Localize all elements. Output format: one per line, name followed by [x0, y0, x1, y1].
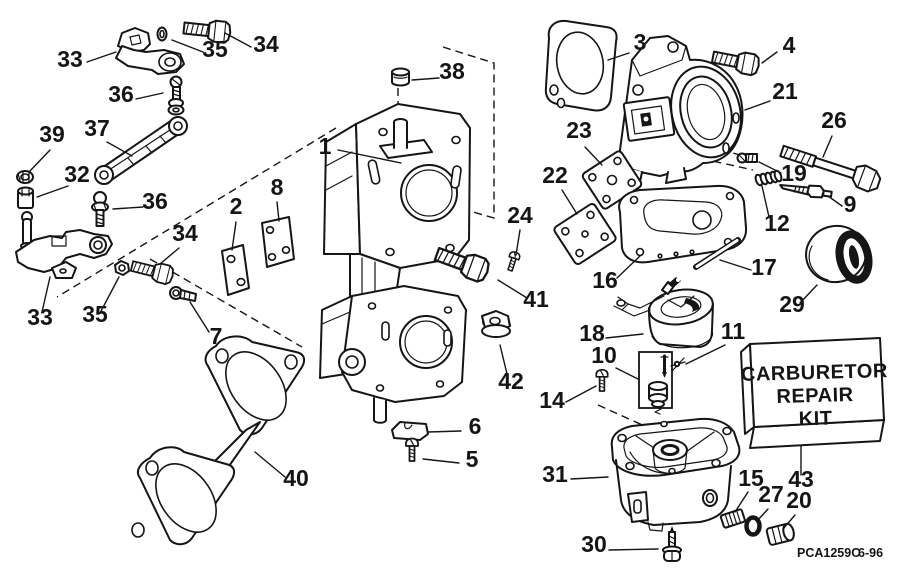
part-27-oring: [744, 515, 762, 537]
part-18-float: [613, 277, 714, 349]
callout-8: 8: [271, 174, 284, 200]
part-1-carburetor-body: [319, 103, 471, 424]
callout-2: 2: [230, 193, 243, 219]
part-10-seat: [648, 381, 668, 415]
part-38-cap: [391, 67, 410, 87]
callout-32: 32: [64, 161, 90, 187]
part-39-nut: [16, 170, 34, 184]
callout-1: 1: [319, 133, 332, 159]
callout-10: 10: [591, 342, 617, 368]
callout-34-lower: 34: [172, 220, 198, 246]
callout-36-upper: 36: [108, 81, 134, 107]
part-22-diaphragm-plate: [553, 203, 617, 265]
part-5-screw: [405, 437, 419, 462]
callout-31: 31: [542, 461, 568, 487]
kit-box-line1: CARBURETOR: [741, 360, 888, 386]
callout-38: 38: [439, 58, 465, 84]
callout-9: 9: [844, 191, 857, 217]
part-33-throttle-lever-upper: [115, 27, 185, 75]
part-35-washer-lower: [114, 260, 130, 276]
callout-36-lower: 36: [142, 188, 168, 214]
callout-21: 21: [772, 78, 798, 104]
part-11-needle-and-clip: [660, 354, 686, 378]
callout-30: 30: [581, 531, 607, 557]
part-15-main-jet: [719, 508, 746, 529]
part-29-grommet: [805, 224, 873, 284]
callout-14: 14: [539, 387, 565, 413]
callout-17: 17: [751, 254, 777, 280]
part-2-bracket-plate: [221, 244, 250, 296]
part-43-repair-kit-box: [740, 337, 885, 449]
callout-19: 19: [781, 160, 807, 186]
drawing-part-code: PCA1259C: [797, 546, 860, 560]
callout-7: 7: [210, 323, 223, 349]
part-31-float-bowl: [610, 417, 741, 532]
callout-27: 27: [758, 481, 784, 507]
callout-6: 6: [469, 413, 482, 439]
callout-3: 3: [634, 29, 647, 55]
drawing-date-code: 6-96: [858, 546, 883, 560]
part-12-spring: [754, 169, 783, 187]
part-10-needle-seat-assembly: [638, 351, 673, 409]
repair-kit-label: CARBURETOR REPAIR KIT: [741, 360, 888, 431]
part-16-gasket: [618, 184, 748, 264]
part-8-bracket-plate: [261, 216, 295, 268]
callout-34-upper: 34: [253, 31, 279, 57]
callout-29: 29: [779, 291, 805, 317]
kit-box-line3: KIT: [798, 408, 832, 431]
kit-box-line2: REPAIR: [776, 384, 854, 408]
callout-26: 26: [821, 107, 847, 133]
callout-5: 5: [466, 446, 479, 472]
part-37-link-rod: [94, 116, 188, 185]
part-19-screw: [736, 152, 758, 164]
part-17-pin: [693, 237, 741, 270]
callout-35-upper: 35: [202, 36, 228, 62]
part-26-bolt: [779, 144, 882, 193]
part-3-gasket: [544, 19, 618, 112]
part-21-carburetor-cover: [619, 35, 744, 184]
callout-4: 4: [783, 32, 796, 58]
callout-39: 39: [39, 121, 65, 147]
callout-24: 24: [507, 202, 533, 228]
callout-15: 15: [738, 465, 764, 491]
part-6-retainer-plate: [391, 421, 429, 441]
part-36-screw-lower: [91, 191, 109, 227]
part-40-manifold-gasket: [131, 335, 306, 546]
callout-35-lower: 35: [82, 301, 108, 327]
part-32-bushing: [17, 186, 34, 209]
part-24-screw: [504, 249, 522, 273]
part-30-drain-screw: [662, 526, 682, 562]
callout-23: 23: [566, 117, 592, 143]
part-33-throttle-lever-lower: [15, 211, 113, 279]
callout-20: 20: [786, 487, 812, 513]
part-20-plug-screw: [765, 522, 795, 546]
callout-12: 12: [764, 210, 790, 236]
callout-11: 11: [721, 318, 746, 344]
callout-16: 16: [592, 267, 618, 293]
callout-18: 18: [579, 320, 605, 346]
part-36-screw-upper: [167, 75, 185, 116]
callout-37: 37: [84, 115, 110, 141]
callout-33-upper: 33: [57, 46, 83, 72]
callout-41: 41: [523, 286, 549, 312]
callout-33-lower: 33: [27, 304, 53, 330]
part-14-screw: [595, 368, 609, 392]
callout-22: 22: [542, 162, 568, 188]
part-35-washer-upper: [156, 26, 168, 42]
leader-lines: [28, 32, 843, 551]
callout-40: 40: [283, 465, 309, 491]
callout-42: 42: [498, 368, 524, 394]
callout-43: 43: [788, 466, 814, 492]
part-42-nut: [481, 310, 511, 338]
part-9-needle-valve: [779, 184, 833, 199]
part-7-screw: [169, 286, 197, 302]
